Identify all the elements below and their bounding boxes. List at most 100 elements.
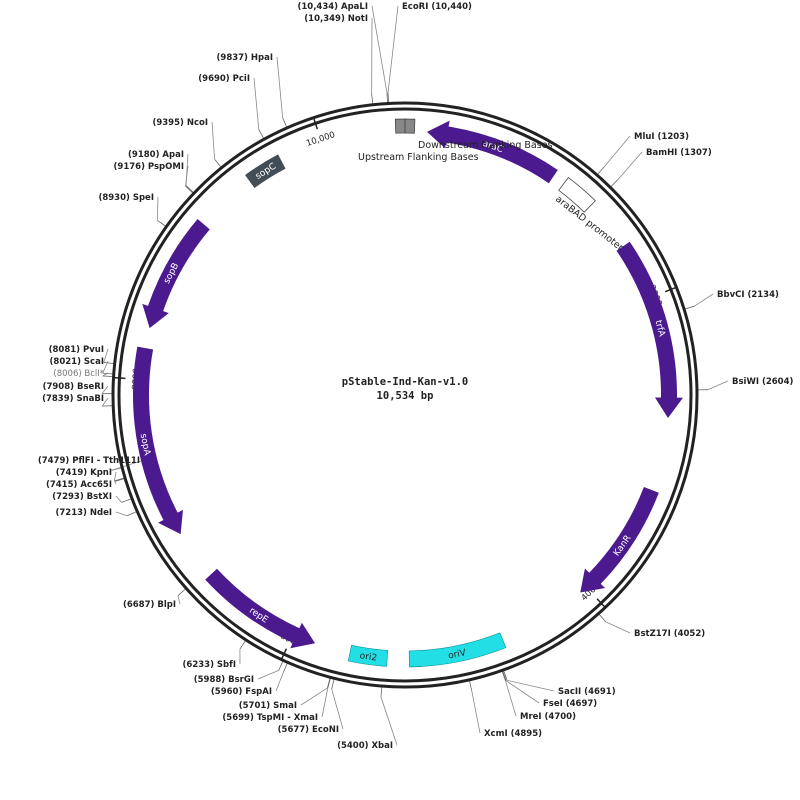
site-label-scai: (8021) ScaI — [50, 357, 104, 367]
site-tick-ndei — [126, 511, 138, 517]
site-label-blpi: (6687) BlpI — [123, 600, 176, 610]
site-label-bstz17i: BstZ17I (4052) — [634, 629, 705, 639]
site-leader-scai — [102, 360, 109, 374]
tick-mark-8000 — [113, 376, 126, 380]
plasmid-name: pStable-Ind-Kan-v1.0 — [342, 376, 468, 388]
site-leader-apali — [371, 5, 388, 93]
plasmid-length: 10,534 bp — [377, 390, 434, 402]
feature-arac — [427, 120, 558, 184]
site-label-sbfi: (6233) SbfI — [183, 660, 236, 670]
site-label-bbvci: BbvCI (2134) — [717, 290, 779, 300]
site-leader-econi — [331, 688, 344, 730]
site-leader-kpni — [114, 471, 117, 481]
site-leader-hpai — [276, 56, 284, 118]
feature-upstream-flanking-bases — [404, 118, 416, 134]
site-leader-sacii — [506, 679, 555, 692]
site-label-hpai: (9837) HpaI — [217, 53, 273, 63]
site-label-spei: (8930) SpeI — [98, 193, 154, 203]
site-leader-ncoi — [211, 121, 216, 160]
note-downstream-flanking: Downstream Flanking Bases — [418, 140, 553, 151]
site-label-pspomi: (9176) PspOMI — [114, 162, 184, 172]
site-tick-bbvci — [684, 305, 695, 310]
site-tick-blpi — [177, 588, 187, 596]
site-label-xbai: (5400) XbaI — [337, 741, 393, 751]
site-label-pvui: (8081) PvuI — [49, 345, 104, 355]
site-tick-mrei — [501, 670, 506, 681]
feature-label-trfa: trfA — [653, 319, 667, 338]
feature-kanr — [580, 487, 659, 593]
site-leader-tspmi-xmai — [321, 687, 329, 718]
site-leader-pvui — [103, 348, 109, 363]
site-label-tspmi-xmai: (5699) TspMI - XmaI — [222, 713, 318, 723]
site-tick-fspai — [282, 662, 289, 673]
site-leader-pspomi — [185, 165, 189, 187]
backbone-outer-circle — [111, 101, 699, 689]
site-label-sacii: SacII (4691) — [558, 687, 616, 697]
feature-downstream-flanking-bases — [394, 118, 406, 134]
site-tick-mlui — [596, 166, 605, 176]
site-tick-kpni — [114, 477, 126, 482]
site-label-acc65i: (7415) Acc65I — [46, 480, 112, 490]
site-tick-econi — [331, 678, 335, 690]
site-label-ncoi: (9395) NcoI — [152, 118, 208, 128]
site-tick-ncoi — [214, 159, 222, 169]
site-leader-pcii — [253, 77, 260, 130]
site-label-bamhi: BamHI (1307) — [646, 148, 712, 158]
site-label-mlui: MluI (1203) — [634, 132, 689, 142]
site-tick-bstxi — [121, 498, 133, 503]
site-label-bsrgi: (5988) BsrGI — [194, 675, 254, 685]
site-label-fsei: FseI (4697) — [543, 699, 597, 709]
site-leader-spei — [156, 196, 159, 221]
site-tick-xbai — [380, 686, 383, 698]
site-tick-pvui — [103, 362, 115, 365]
site-leader-bstz17i — [605, 621, 631, 634]
site-leader-xbai — [380, 696, 398, 746]
tick-label-10000: 10,000 — [305, 130, 336, 149]
feature-sopc — [245, 154, 286, 188]
site-leader-bbvci — [694, 293, 714, 307]
site-label-bseri: (7908) BseRI — [43, 382, 104, 392]
site-label-noti: (10,349) NotI — [304, 14, 368, 24]
backbone-ring — [111, 101, 699, 689]
site-label-pflfi-tth111i: (7479) PflFI - Tth111I — [38, 456, 140, 466]
site-label-econi: (5677) EcoNI — [278, 725, 339, 735]
site-label-apai: (9180) ApaI — [128, 150, 184, 160]
site-tick-sbfi — [239, 639, 247, 650]
map-center-title: pStable-Ind-Kan-v1.0 10,534 bp — [342, 376, 468, 402]
tick-mark-2000 — [664, 286, 677, 293]
site-leader-snabi — [101, 397, 109, 407]
site-label-fspai: (5960) FspAI — [211, 687, 272, 697]
small-features — [394, 118, 596, 213]
feature-arabad-promoter — [558, 176, 596, 213]
site-leader-ecori — [387, 5, 399, 93]
site-label-bcli: (8006) BclI* — [53, 369, 104, 379]
site-leader-mlui — [603, 135, 631, 167]
site-label-pcii: (9690) PciI — [198, 74, 250, 84]
site-leader-smai — [300, 687, 328, 706]
site-tick-spei — [157, 220, 167, 228]
feature-repe — [205, 568, 316, 649]
site-tick-bamhi — [609, 179, 619, 188]
site-leader-fspai — [275, 672, 284, 692]
site-leader-xcmi — [471, 690, 481, 734]
feature-trfa — [616, 241, 683, 419]
site-label-ecori: EcoRI (10,440) — [402, 2, 472, 12]
site-leader-lines — [101, 5, 729, 746]
feature-label-sopa: sopA — [138, 433, 152, 457]
site-leader-bsiwi — [707, 380, 729, 391]
site-leader-ndei — [115, 511, 128, 517]
site-tick-fsei — [501, 670, 507, 681]
site-leader-acc65i — [114, 481, 117, 485]
tick-mark-4000 — [596, 598, 606, 609]
site-tick-sacii — [502, 669, 508, 681]
site-tick-scai — [102, 372, 114, 375]
site-tick-hpai — [282, 117, 288, 129]
site-leader-mrei — [505, 680, 517, 717]
site-label-smai: (5701) SmaI — [239, 701, 297, 711]
site-label-xcmi: XcmI (4895) — [484, 729, 542, 739]
site-label-bstxi: (7293) BstXI — [52, 492, 112, 502]
feature-label-ori2: ori2 — [359, 651, 378, 663]
tick-mark-10000 — [312, 117, 319, 130]
